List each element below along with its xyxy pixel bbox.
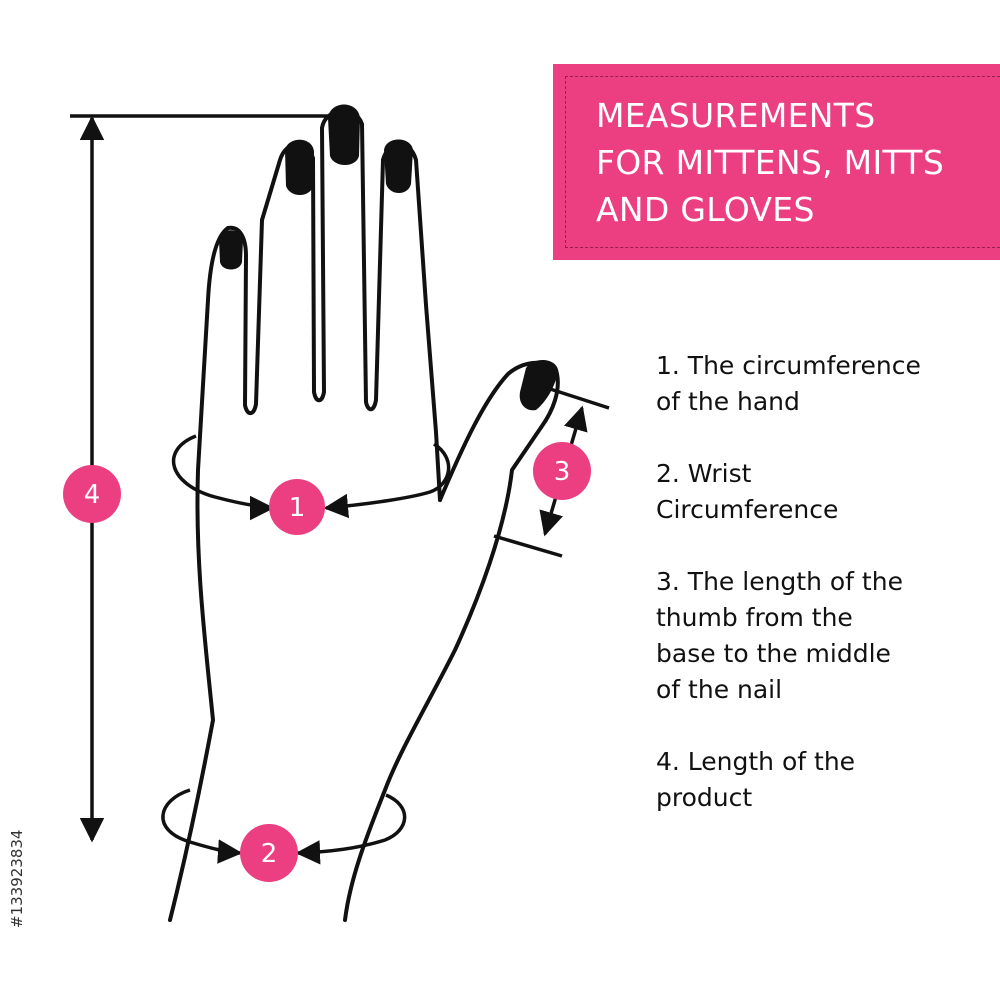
title-banner: MEASUREMENTS FOR MITTENS, MITTS AND GLOV… bbox=[553, 64, 1000, 260]
title-banner-dashed-border bbox=[565, 76, 1000, 248]
title-line-3: AND GLOVES bbox=[596, 190, 815, 229]
legend-line: thumb from the bbox=[656, 603, 853, 632]
stock-id-text: #133923834 bbox=[8, 829, 26, 928]
legend-item-thumb-length: 3. The length of the thumb from the base… bbox=[656, 564, 986, 708]
marker-1: 1 bbox=[269, 479, 325, 535]
measurement-legend: 1. The circumference of the hand 2. Wris… bbox=[656, 348, 986, 852]
legend-item-product-length: 4. Length of the product bbox=[656, 744, 986, 816]
legend-line: of the hand bbox=[656, 387, 800, 416]
nail-ring bbox=[285, 139, 314, 195]
legend-line: 2. Wrist bbox=[656, 459, 752, 488]
legend-line: Circumference bbox=[656, 495, 839, 524]
fingernails bbox=[219, 104, 558, 411]
marker-1-label: 1 bbox=[289, 493, 306, 523]
legend-item-wrist-circumference: 2. Wrist Circumference bbox=[656, 456, 986, 528]
legend-line: of the nail bbox=[656, 675, 783, 704]
wrist-circumference-measure bbox=[161, 788, 407, 865]
nail-thumb bbox=[519, 359, 558, 411]
legend-line: product bbox=[656, 783, 753, 812]
legend-item-hand-circumference: 1. The circumference of the hand bbox=[656, 348, 986, 420]
legend-line: 3. The length of the bbox=[656, 567, 903, 596]
stock-id-watermark: #133923834 bbox=[4, 768, 30, 928]
marker-4-label: 4 bbox=[84, 480, 101, 510]
legend-line: 1. The circumference bbox=[656, 351, 921, 380]
nail-index bbox=[384, 139, 413, 193]
marker-4: 4 bbox=[63, 465, 121, 523]
nail-little bbox=[219, 230, 243, 270]
marker-2-label: 2 bbox=[261, 839, 278, 869]
legend-line: base to the middle bbox=[656, 639, 891, 668]
hand-circumference-measure bbox=[171, 434, 451, 521]
title-line-1: MEASUREMENTS bbox=[596, 96, 876, 135]
marker-2: 2 bbox=[240, 824, 298, 882]
title-line-2: FOR MITTENS, MITTS bbox=[596, 143, 945, 182]
marker-3-label: 3 bbox=[554, 457, 571, 487]
nail-middle bbox=[328, 104, 360, 165]
marker-3: 3 bbox=[533, 442, 591, 500]
legend-line: 4. Length of the bbox=[656, 747, 856, 776]
